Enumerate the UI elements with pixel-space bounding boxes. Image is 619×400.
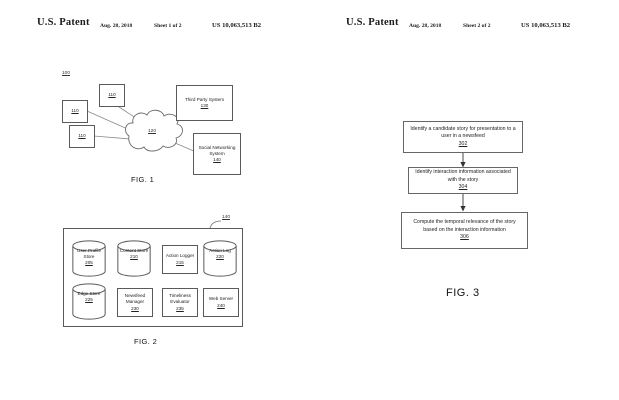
component-ref: 220 <box>216 254 224 259</box>
component-label: Content Store <box>120 248 148 253</box>
component-web-server: Web Server 240 <box>203 288 239 317</box>
component-ref: 230 <box>131 306 139 312</box>
component-label: Timeliness Evaluator <box>163 293 197 305</box>
fig1-figure-ref: 100 <box>62 71 70 76</box>
component-ref: 240 <box>217 303 225 309</box>
component-user-profile-store: User Profile Store 205 <box>72 240 106 277</box>
client-device-box-1: 110 <box>99 84 125 107</box>
component-action-log: Action Log 220 <box>203 240 237 277</box>
flow-step-ref: 306 <box>460 234 469 242</box>
component-action-logger: Action Logger 215 <box>162 245 198 274</box>
header-sheet-number: Sheet 1 of 2 <box>154 23 182 29</box>
flow-step-ref: 304 <box>459 184 468 192</box>
flow-step-text: Identify a candidate story for presentat… <box>408 126 518 141</box>
header-patent-number: US 10,063,513 B2 <box>521 22 570 29</box>
component-timeliness-evaluator: Timeliness Evaluator 235 <box>162 288 198 317</box>
fig3-flow-arrows <box>309 0 618 400</box>
header-title: U.S. Patent <box>346 17 399 28</box>
fig2-figure-ref: 140 <box>222 215 230 220</box>
component-ref: 225 <box>85 297 93 302</box>
client-device-box-2: 110 <box>62 100 88 123</box>
flow-step-text: Compute the temporal relevance of the st… <box>406 219 523 234</box>
fig1-caption: FIG. 1 <box>131 175 154 184</box>
header-sheet-number: Sheet 2 of 2 <box>463 23 491 29</box>
component-ref: 205 <box>85 260 93 265</box>
component-label: Edge Store <box>78 291 101 296</box>
component-label: Newsfeed Manager <box>118 293 152 305</box>
flow-step-306: Compute the temporal relevance of the st… <box>401 212 528 249</box>
component-content-store: Content Store 210 <box>117 240 151 277</box>
patent-sheet-1: U.S. Patent Aug. 28, 2018 Sheet 1 of 2 U… <box>0 0 309 400</box>
component-label: User Profile Store <box>77 248 101 259</box>
network-cloud-ref: 120 <box>144 129 160 134</box>
component-ref: 210 <box>130 254 138 259</box>
header-title: U.S. Patent <box>37 17 90 28</box>
fig2-leader-line <box>210 221 221 228</box>
social-networking-system-box: Social Networking System 140 <box>193 133 241 175</box>
flow-step-text: Identify interaction information associa… <box>413 169 513 184</box>
component-ref: 235 <box>176 306 184 312</box>
component-ref: 215 <box>176 260 184 266</box>
component-edge-store: Edge Store 225 <box>72 283 106 320</box>
header-patent-number: US 10,063,513 B2 <box>212 22 261 29</box>
flow-step-304: Identify interaction information associa… <box>408 167 518 194</box>
social-networking-system-label: Social Networking System <box>194 145 240 157</box>
component-label: Action Log <box>209 248 231 253</box>
social-networking-system-ref: 140 <box>213 157 221 163</box>
client-device-ref: 110 <box>71 108 78 114</box>
flow-step-ref: 302 <box>459 141 468 149</box>
fig2-caption: FIG. 2 <box>134 337 157 346</box>
third-party-system-ref: 130 <box>201 103 209 109</box>
client-device-box-3: 110 <box>69 125 95 148</box>
flow-step-302: Identify a candidate story for presentat… <box>403 121 523 153</box>
client-device-ref: 110 <box>78 133 85 139</box>
header-date: Aug. 28, 2018 <box>100 23 132 29</box>
header-date: Aug. 28, 2018 <box>409 23 441 29</box>
third-party-system-box: Third Party System 130 <box>176 85 233 121</box>
patent-sheet-2: U.S. Patent Aug. 28, 2018 Sheet 2 of 2 U… <box>309 0 618 400</box>
client-device-ref: 110 <box>108 92 115 98</box>
fig3-caption: FIG. 3 <box>446 287 480 299</box>
component-newsfeed-manager: Newsfeed Manager 230 <box>117 288 153 317</box>
